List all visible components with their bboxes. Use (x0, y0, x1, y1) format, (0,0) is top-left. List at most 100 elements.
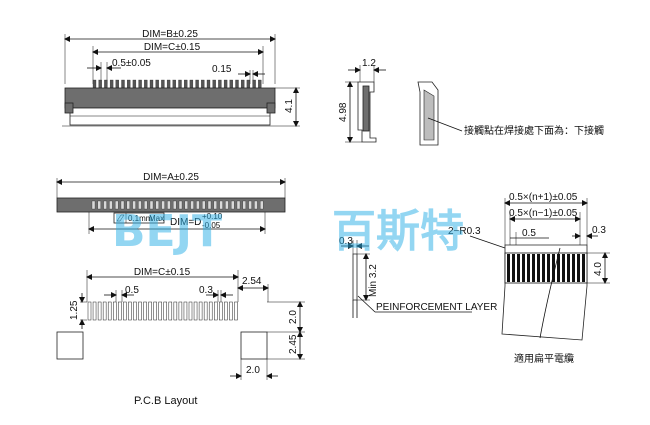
width-12-label: 1.2 (362, 58, 376, 69)
pcb-125-label: 1.25 (69, 300, 80, 320)
pitch-label: 0.5±0.05 (112, 58, 151, 69)
front-pin (155, 79, 159, 89)
height-498-label: 4.98 (338, 102, 349, 122)
fpc-trace (582, 254, 585, 282)
top-slot (109, 200, 113, 210)
pcb-pad (107, 301, 112, 321)
front-pin (109, 79, 114, 89)
pcb-pad (148, 301, 152, 321)
front-pin (189, 79, 194, 89)
stiffener-plate (352, 253, 358, 301)
dim-b-label: DIM=B±0.25 (142, 29, 198, 40)
front-pin (241, 79, 245, 89)
top-slot (173, 200, 177, 210)
fpc-trace (532, 254, 535, 282)
fpc-trace (547, 254, 550, 282)
fpc-trace (552, 254, 555, 282)
fpc-height-label: 4.0 (593, 262, 604, 276)
fpc-view: 0.5×(n+1)±0.05 0.5×(n−1)±0.05 0.5 0.3 2−… (448, 192, 610, 365)
top-slot (149, 200, 154, 210)
fpc-pitch-label: 0.5 (522, 228, 536, 239)
front-pin (258, 79, 262, 89)
top-slot (213, 200, 217, 210)
front-right-tab (266, 102, 276, 114)
stiff-03-label: 0.3 (339, 236, 353, 247)
watermark: BEJT 百斯特 (112, 206, 464, 257)
pcb-pad (168, 301, 173, 321)
pcb-pad (178, 301, 183, 321)
front-pin (104, 79, 108, 89)
pcb-pad-row (87, 301, 238, 321)
fpc-trace (562, 254, 565, 282)
top-slot (202, 200, 206, 210)
top-slot (126, 200, 130, 210)
pin-width-label: 0.15 (212, 64, 232, 75)
pcb-pad (102, 301, 107, 321)
flatness-max: Max (149, 214, 164, 223)
fpc-trace (567, 254, 570, 282)
front-pin (252, 79, 256, 89)
top-slot (155, 200, 159, 210)
stiffener-view: 0.3 Min 3.2 PEINFORCEMENT LAYER (339, 236, 497, 318)
pcb-dim-c-label: DIM=C±0.15 (134, 267, 191, 278)
pcb-pad (118, 301, 122, 321)
top-slot (178, 200, 183, 210)
fpc-trace (537, 254, 540, 282)
fpc-trace (527, 254, 530, 282)
top-slot (242, 200, 246, 210)
front-pin (246, 79, 251, 89)
watermark-latin: BEJT (112, 206, 222, 257)
front-pin (121, 79, 125, 89)
top-slot (184, 200, 188, 210)
fpc-inner-label: 0.5×(n−1)±0.05 (509, 208, 578, 219)
pcb-caption: P.C.B Layout (134, 395, 197, 407)
front-left-tab (64, 102, 74, 114)
pcb-pad (219, 301, 223, 321)
pcb-layout: DIM=C±0.15 0.5 0.3 2.54 1.25 2.0 (56, 267, 305, 407)
front-pin (218, 79, 222, 89)
pcb-pad (128, 301, 132, 321)
fpc-trace (557, 254, 560, 282)
pcb-pad (143, 301, 147, 321)
side-view: 1.2 4.98 (338, 58, 386, 143)
front-pin (235, 79, 239, 89)
fpc-radius-label: 2−R0.3 (448, 226, 481, 237)
pcb-pad (87, 301, 92, 321)
fpc-trace (577, 254, 580, 282)
top-slot (138, 200, 142, 210)
dim-d-tol-minus: -0.05 (202, 221, 221, 230)
dim-c-label: DIM=C±0.15 (144, 42, 201, 53)
front-pin (206, 79, 211, 89)
front-pin (115, 79, 119, 89)
pcb-pad (208, 301, 213, 321)
fpc-trace (572, 254, 575, 282)
front-pin (144, 79, 148, 89)
pcb-pad (153, 301, 157, 321)
watermark-cn: 百斯特 (332, 206, 464, 257)
pcb-pad (229, 301, 233, 321)
front-pin (161, 79, 165, 89)
dim-a-label: DIM=A±0.25 (143, 172, 199, 183)
top-slot (132, 200, 136, 210)
side-contact (362, 85, 370, 132)
front-pin (195, 79, 199, 89)
pcb-pad-label: 0.3 (199, 285, 213, 296)
front-pin (178, 79, 182, 89)
pcb-pad (198, 301, 203, 321)
pcb-pad (183, 301, 188, 321)
front-pin (223, 79, 228, 89)
front-pin (92, 79, 97, 89)
pcb-anchor-right (240, 331, 268, 360)
section-contact (423, 89, 435, 141)
pcb-pad (138, 301, 142, 321)
top-slot (225, 200, 229, 210)
pcb-20-bottom-label: 2.0 (246, 365, 260, 376)
front-pin (184, 79, 188, 89)
dim-d-tol-plus: +0.10 (202, 212, 223, 221)
height-41-label: 4.1 (284, 99, 295, 113)
top-slot (260, 200, 264, 210)
pcb-anchor-left (56, 331, 84, 360)
pcb-pad (113, 301, 117, 321)
pcb-pad (188, 301, 193, 321)
top-slot (167, 200, 171, 210)
